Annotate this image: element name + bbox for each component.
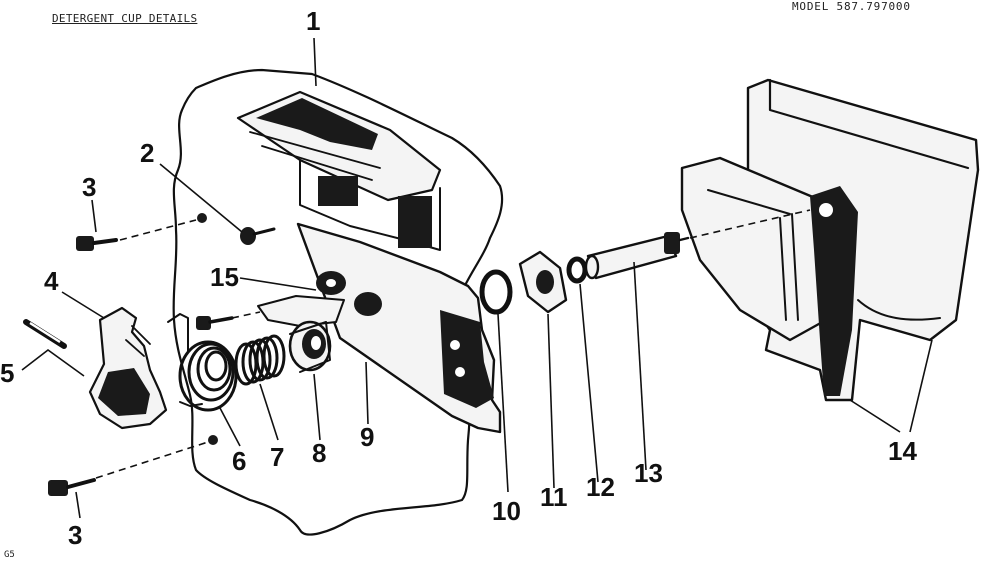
part-15-lever (257, 271, 346, 327)
part-3-screw-lower (48, 435, 218, 496)
part-1-cup-housing (236, 90, 442, 251)
callout-5: 5 (0, 358, 14, 388)
part-14-cup-cover (680, 78, 980, 402)
part-12-washer (566, 256, 588, 284)
part-4-latch-bracket (88, 306, 168, 430)
callout-3-upper: 3 (82, 172, 96, 202)
page-code: G5 (4, 550, 15, 560)
callout-10: 10 (492, 496, 521, 526)
callout-6: 6 (232, 446, 246, 476)
part-5-pin (23, 319, 67, 349)
assembly-lines (95, 209, 811, 479)
callout-4: 4 (44, 266, 59, 296)
part-6-torsion-spring (167, 313, 238, 412)
callout-8: 8 (312, 438, 326, 468)
door-panel-outline (172, 68, 504, 536)
small-screw (196, 316, 234, 330)
part-10-seal-ring (479, 269, 513, 315)
part-3-screw-upper (76, 213, 207, 251)
callout-1: 1 (306, 6, 320, 36)
part-7-spring (234, 334, 286, 386)
part-9-mounting-plate (296, 222, 502, 434)
callout-3-lower: 3 (68, 520, 82, 550)
part-13-shaft (584, 232, 690, 280)
callout-13: 13 (634, 458, 663, 488)
callout-7: 7 (270, 442, 284, 472)
part-2-screw (240, 227, 276, 245)
part-11-nut (518, 250, 568, 314)
diagram-title: DETERGENT CUP DETAILS (52, 12, 198, 25)
part-8-bearing (288, 320, 332, 373)
callout-12: 12 (586, 472, 615, 502)
callout-9: 9 (360, 422, 374, 452)
callout-14: 14 (888, 436, 917, 466)
callout-15: 15 (210, 262, 239, 292)
callout-2: 2 (140, 138, 154, 168)
callout-11: 11 (540, 482, 568, 512)
leader-lines (21, 37, 933, 519)
model-number: MODEL 587.797000 (792, 0, 911, 13)
